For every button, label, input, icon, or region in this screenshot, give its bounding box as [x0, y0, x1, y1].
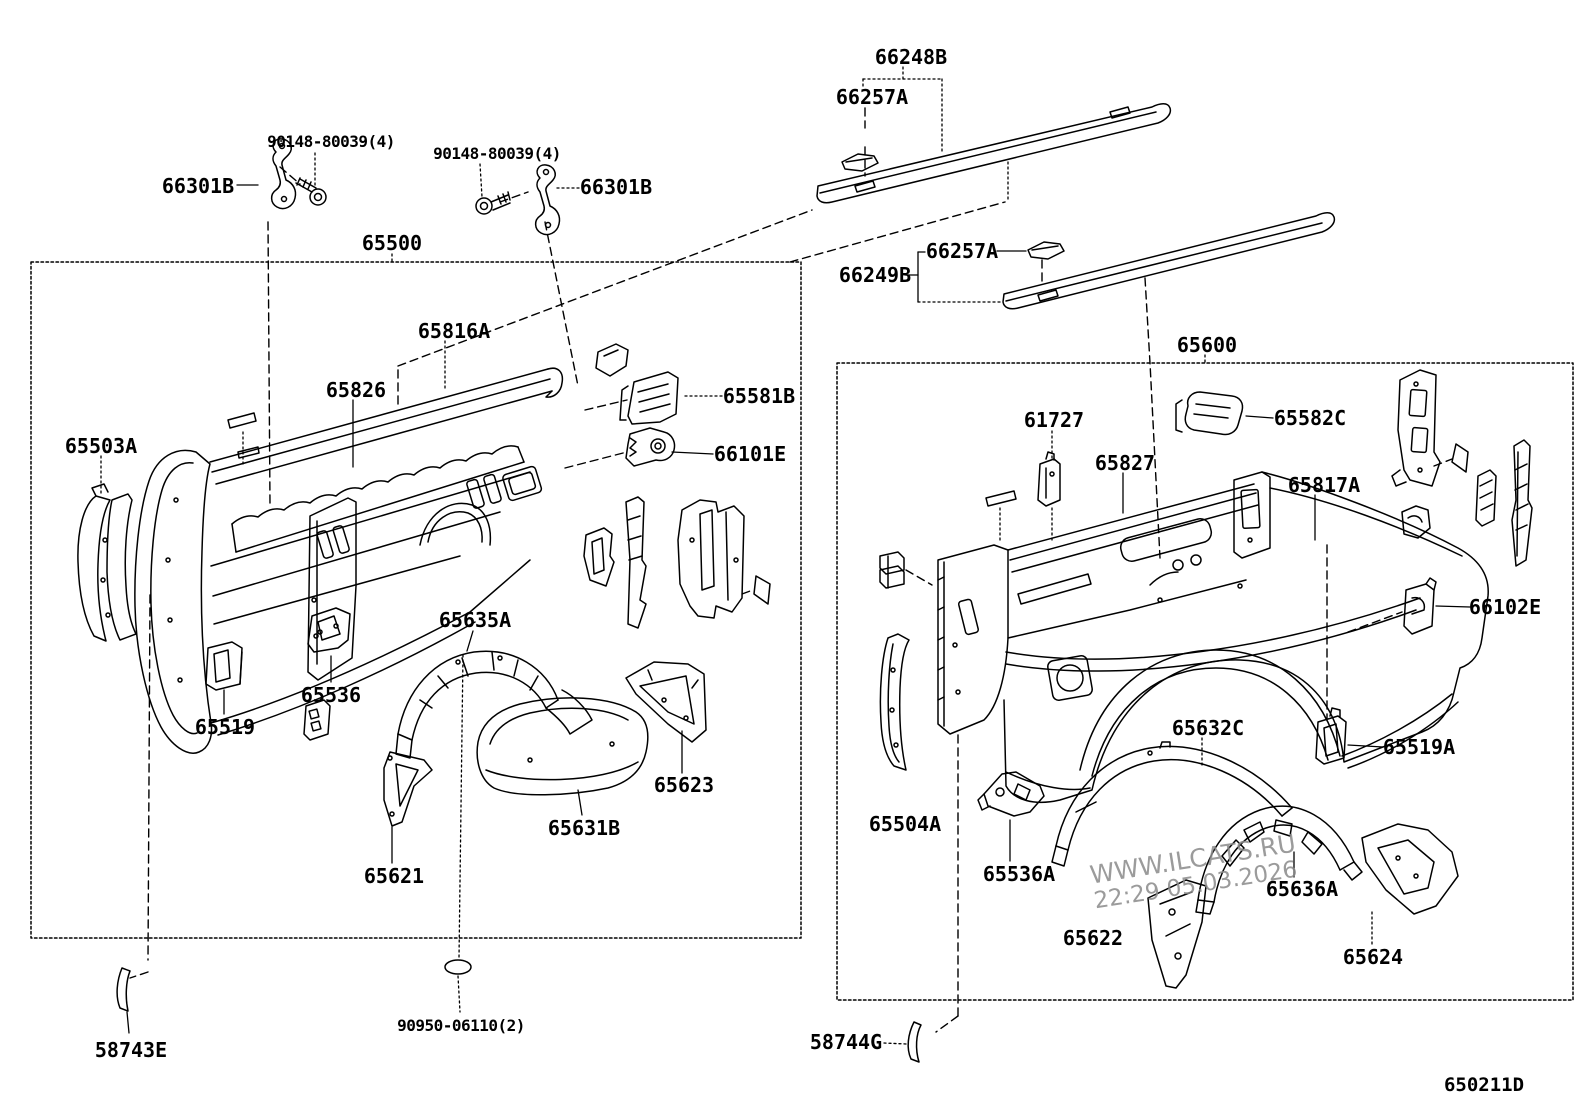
part-65635A-wheelhouse-drawing [395, 650, 593, 759]
part-66257A-clip-lower-drawing [1027, 241, 1065, 260]
part-90950-grommet-drawing [444, 959, 472, 975]
part-label-66301B-left[interactable]: 66301B [161, 174, 235, 198]
leader-lines-dashed [129, 107, 1453, 1033]
part-label-66257A-lower[interactable]: 66257A [925, 239, 999, 263]
part-66101E-drawing [625, 427, 676, 467]
part-label-65636A[interactable]: 65636A [1265, 877, 1339, 901]
part-61727-drawing [1037, 451, 1061, 507]
part-65582C-drawing [1175, 391, 1244, 436]
left-box-small-parts-drawing [583, 343, 771, 629]
part-66257A-clip-upper-drawing [841, 153, 879, 172]
part-66248B-rail-drawing [816, 103, 1172, 204]
part-label-65827[interactable]: 65827 [1094, 451, 1156, 475]
part-label-65536[interactable]: 65536 [300, 683, 362, 707]
part-label-65816A[interactable]: 65816A [417, 319, 491, 343]
part-label-65624[interactable]: 65624 [1342, 945, 1404, 969]
part-label-65581B[interactable]: 65581B [722, 384, 796, 408]
right-box-small-parts-drawing [1391, 369, 1533, 567]
leader-lines-dotted [100, 66, 1373, 1045]
part-65631B-cover-drawing [476, 697, 649, 796]
part-label-65503A[interactable]: 65503A [64, 434, 138, 458]
part-label-90148-80039-left[interactable]: 90148-80039(4) [267, 132, 395, 151]
leader-lines-solid [126, 184, 1471, 1034]
part-label-65519[interactable]: 65519 [194, 715, 256, 739]
part-label-66301B-right[interactable]: 66301B [579, 175, 653, 199]
part-66301B-hook-right-drawing [534, 164, 561, 236]
part-90148-bolt-right-drawing [475, 191, 511, 215]
part-label-65504A[interactable]: 65504A [868, 812, 942, 836]
drawing-code: 650211D [1443, 1074, 1525, 1096]
part-90148-bolt-left-drawing [295, 177, 327, 206]
part-label-65519A[interactable]: 65519A [1382, 735, 1456, 759]
part-65504A-drawing [879, 633, 910, 771]
part-label-65582C[interactable]: 65582C [1273, 406, 1347, 430]
part-label-65817A[interactable]: 65817A [1287, 473, 1361, 497]
part-66102E-drawing [1403, 577, 1437, 635]
part-label-66257A-upper[interactable]: 66257A [835, 85, 909, 109]
part-label-65621[interactable]: 65621 [363, 864, 425, 888]
right-assembly-box [836, 362, 1574, 1001]
part-label-65632C[interactable]: 65632C [1171, 716, 1245, 740]
part-label-65622[interactable]: 65622 [1062, 926, 1124, 950]
part-65536-drawing [303, 607, 351, 741]
part-58743E-drawing [116, 967, 131, 1012]
part-65632C-wheelhouse-drawing [1051, 741, 1293, 867]
part-label-66249B[interactable]: 66249B [838, 263, 912, 287]
part-65500-panel-drawing [134, 367, 564, 754]
part-65503A-drawing [77, 483, 137, 642]
part-66301B-hook-left-drawing [270, 138, 297, 210]
part-label-66248B[interactable]: 66248B [874, 45, 948, 69]
part-label-65635A[interactable]: 65635A [438, 608, 512, 632]
part-65581B-drawing [619, 371, 679, 425]
part-label-65500[interactable]: 65500 [361, 231, 423, 255]
part-65519-drawing [205, 641, 243, 691]
part-65519A-drawing [1315, 707, 1347, 765]
part-label-65631B[interactable]: 65631B [547, 816, 621, 840]
part-label-65826[interactable]: 65826 [325, 378, 387, 402]
part-label-61727[interactable]: 61727 [1023, 408, 1085, 432]
part-label-90148-80039-right[interactable]: 90148-80039(4) [433, 144, 561, 163]
part-65624-gusset-drawing [1361, 823, 1459, 915]
part-65621-gusset-drawing [383, 751, 433, 827]
part-66249B-rail-drawing [1002, 212, 1336, 310]
part-label-58744G[interactable]: 58744G [809, 1030, 883, 1054]
part-65600-panel-drawing [879, 471, 1489, 804]
part-label-65536A[interactable]: 65536A [982, 862, 1056, 886]
part-label-66101E[interactable]: 66101E [713, 442, 787, 466]
part-58744G-drawing [907, 1021, 922, 1063]
part-65623-gusset-drawing [625, 661, 707, 743]
part-label-90950-06110[interactable]: 90950-06110(2) [397, 1016, 525, 1035]
part-label-65600[interactable]: 65600 [1176, 333, 1238, 357]
part-label-65623[interactable]: 65623 [653, 773, 715, 797]
left-assembly-box [30, 261, 802, 939]
part-65536A-drawing [977, 771, 1045, 817]
part-label-66102E[interactable]: 66102E [1468, 595, 1542, 619]
part-65622-gusset-drawing [1147, 879, 1207, 989]
part-label-58743E[interactable]: 58743E [94, 1038, 168, 1062]
